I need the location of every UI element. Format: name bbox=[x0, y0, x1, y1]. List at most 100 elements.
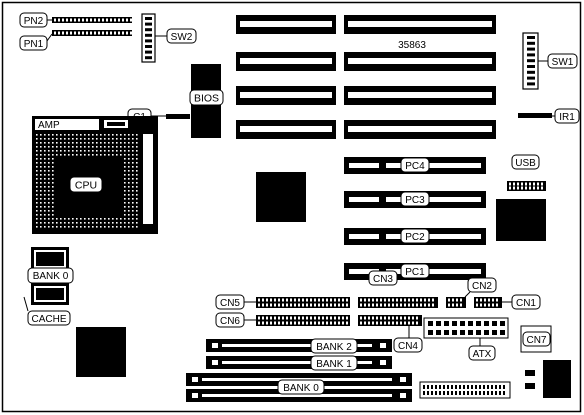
connector-pin bbox=[262, 298, 264, 302]
cpu-pin bbox=[36, 138, 38, 140]
amp-label: AMP bbox=[38, 120, 60, 131]
connector-pin bbox=[427, 391, 429, 395]
pc1-label: PC1 bbox=[405, 267, 425, 278]
cpu-pin bbox=[48, 174, 50, 176]
bank2-label: BANK 2 bbox=[316, 342, 352, 353]
cpu-pin bbox=[136, 142, 138, 144]
cpu-pin bbox=[120, 142, 122, 144]
cpu-pin bbox=[44, 178, 46, 180]
connector-pin bbox=[90, 31, 92, 35]
cpu-pin bbox=[36, 222, 38, 224]
cpu-pin bbox=[120, 154, 122, 156]
cpu-pin bbox=[136, 134, 138, 136]
cpu-pin bbox=[80, 222, 82, 224]
cpu-pin bbox=[52, 206, 54, 208]
cpu-pin bbox=[84, 142, 86, 144]
connector-pin bbox=[428, 321, 433, 326]
cpu-pin bbox=[52, 150, 54, 152]
cpu-pin bbox=[52, 154, 54, 156]
connector-pin bbox=[484, 303, 486, 307]
connector-pin bbox=[98, 18, 100, 22]
connector-pin bbox=[408, 303, 410, 307]
connector-pin bbox=[471, 391, 473, 395]
cpu-pin bbox=[80, 154, 82, 156]
cpu-pin bbox=[132, 166, 134, 168]
cpu-pin bbox=[48, 202, 50, 204]
connector-pin bbox=[396, 321, 398, 325]
cpu-pin bbox=[60, 154, 62, 156]
connector-pin bbox=[74, 18, 76, 22]
cpu-pin bbox=[136, 174, 138, 176]
cpu-pin bbox=[76, 134, 78, 136]
cpu-pin bbox=[120, 150, 122, 152]
connector-pin bbox=[110, 31, 112, 35]
cpu-pin bbox=[36, 162, 38, 164]
cpu-pin bbox=[132, 138, 134, 140]
dip-switch-cell bbox=[145, 22, 152, 26]
connector-pin bbox=[70, 31, 72, 35]
cpu-pin bbox=[40, 150, 42, 152]
connector-pin bbox=[392, 316, 394, 320]
connector-pin bbox=[310, 303, 312, 307]
connector-pin bbox=[278, 298, 280, 302]
cpu-pin bbox=[132, 146, 134, 148]
cpu-pin bbox=[120, 134, 122, 136]
connector-pin bbox=[476, 303, 478, 307]
cpu-pin bbox=[124, 178, 126, 180]
connector-pin bbox=[404, 303, 406, 307]
cpu-pin bbox=[76, 154, 78, 156]
sw2-label: SW2 bbox=[171, 32, 193, 43]
cpu-pin bbox=[52, 146, 54, 148]
cpu-pin bbox=[48, 170, 50, 172]
cpu-pin bbox=[128, 170, 130, 172]
connector-pin bbox=[436, 321, 441, 326]
connector-pin bbox=[476, 298, 478, 302]
connector-pin bbox=[513, 182, 515, 186]
cpu-pin bbox=[72, 218, 74, 220]
cpu-pin bbox=[128, 218, 130, 220]
connector-pin bbox=[428, 298, 430, 302]
connector-pin bbox=[525, 186, 527, 190]
pn1-header bbox=[52, 30, 132, 36]
connector-pin bbox=[400, 316, 402, 320]
connector-pin bbox=[460, 303, 462, 307]
cpu-pin bbox=[40, 214, 42, 216]
cpu-pin bbox=[36, 214, 38, 216]
cpu-pin bbox=[36, 198, 38, 200]
cpu-pin bbox=[128, 158, 130, 160]
cpu-pin bbox=[104, 138, 106, 140]
cpu-pin bbox=[36, 194, 38, 196]
connector-pin bbox=[298, 298, 300, 302]
connector-pin bbox=[488, 303, 490, 307]
cpu-pin bbox=[104, 222, 106, 224]
connector-pin bbox=[404, 321, 406, 325]
cpu-pin bbox=[56, 142, 58, 144]
sw1-label: SW1 bbox=[552, 57, 574, 68]
connector-pin bbox=[384, 298, 386, 302]
cpu-pin bbox=[64, 218, 66, 220]
cpu-pin bbox=[72, 142, 74, 144]
connector-pin bbox=[342, 321, 344, 325]
connector-pin bbox=[338, 298, 340, 302]
cpu-pin bbox=[108, 150, 110, 152]
cpu-pin bbox=[64, 150, 66, 152]
cpu-pin bbox=[132, 202, 134, 204]
cpu-pin bbox=[128, 190, 130, 192]
connector-pin bbox=[412, 321, 414, 325]
board-serial-number: 35863 bbox=[398, 40, 426, 51]
connector-pin bbox=[286, 321, 288, 325]
cpu-pin bbox=[44, 170, 46, 172]
connector-pin bbox=[439, 385, 441, 389]
connector-pin bbox=[484, 298, 486, 302]
dip-switch-cell bbox=[527, 82, 535, 86]
cpu-pin bbox=[128, 166, 130, 168]
connector-pin bbox=[517, 186, 519, 190]
cpu-pin bbox=[116, 138, 118, 140]
connector-pin bbox=[326, 303, 328, 307]
dip-switch-cell bbox=[145, 50, 152, 54]
cpu-pin bbox=[36, 174, 38, 176]
cpu-pin bbox=[88, 146, 90, 148]
cpu-pin bbox=[108, 222, 110, 224]
connector-pin bbox=[270, 298, 272, 302]
cpu-pin bbox=[132, 134, 134, 136]
